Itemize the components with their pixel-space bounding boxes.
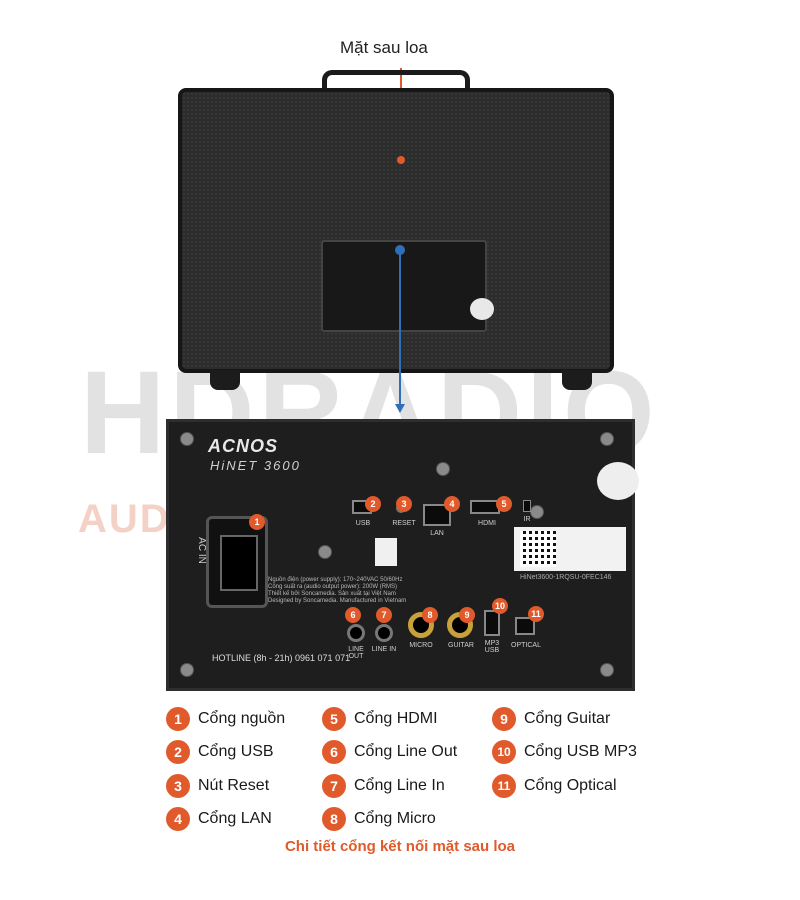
marker-4: 4 bbox=[444, 496, 460, 512]
optical-port bbox=[515, 617, 535, 635]
ir-sensor bbox=[523, 500, 531, 512]
legend-item: 2 Cổng USB bbox=[166, 740, 274, 764]
marker-8: 8 bbox=[422, 607, 438, 623]
legend-item: 6 Cổng Line Out bbox=[322, 740, 457, 764]
hdmi-label: HDMI bbox=[478, 520, 496, 527]
ir-label: IR bbox=[523, 516, 531, 523]
ac-socket-pins bbox=[220, 535, 258, 591]
marker-9: 9 bbox=[459, 607, 475, 623]
legend-number: 8 bbox=[322, 807, 346, 831]
marker-1: 1 bbox=[249, 514, 265, 530]
marker-6: 6 bbox=[345, 607, 361, 623]
zoom-arrow-head bbox=[395, 404, 405, 413]
mp3-usb-label: MP3 USB bbox=[484, 640, 500, 654]
legend-item: 11 Cổng Optical bbox=[492, 774, 617, 798]
legend-number: 10 bbox=[492, 740, 516, 764]
screw-icon bbox=[600, 663, 614, 677]
legend-label: Cổng Line In bbox=[354, 777, 445, 794]
mini-connector-panel bbox=[321, 240, 487, 332]
legend-item: 9 Cổng Guitar bbox=[492, 707, 610, 731]
marker-10: 10 bbox=[492, 598, 508, 614]
screw-icon bbox=[180, 432, 194, 446]
lan-port bbox=[423, 504, 451, 526]
ac-in-label: AC IN bbox=[195, 537, 207, 564]
screw-icon bbox=[318, 545, 332, 559]
marker-11: 11 bbox=[528, 606, 544, 622]
legend-number: 7 bbox=[322, 774, 346, 798]
speaker-foot-right bbox=[562, 370, 592, 390]
legend-number: 11 bbox=[492, 774, 516, 798]
line-out-jack bbox=[347, 624, 365, 642]
legend-number: 6 bbox=[322, 740, 346, 764]
legend-label: Cổng Line Out bbox=[354, 743, 458, 760]
legend-item: 3 Nút Reset bbox=[166, 774, 269, 798]
legend-label: Cổng HDMI bbox=[354, 710, 438, 727]
reset-label: RESET bbox=[392, 520, 416, 527]
legend-number: 3 bbox=[166, 774, 190, 798]
pointer-dot bbox=[397, 156, 405, 164]
model-name: HiNET 3600 bbox=[210, 458, 301, 473]
qr-code bbox=[520, 531, 556, 567]
marker-7: 7 bbox=[376, 607, 392, 623]
legend-label: Cổng Guitar bbox=[524, 710, 611, 727]
screw-icon bbox=[180, 663, 194, 677]
marker-3: 3 bbox=[396, 496, 412, 512]
usb-label: USB bbox=[355, 520, 371, 527]
legend-number: 9 bbox=[492, 707, 516, 731]
legend-item: 5 Cổng HDMI bbox=[322, 707, 438, 731]
line-in-jack bbox=[375, 624, 393, 642]
mp3-usb-port bbox=[484, 610, 500, 636]
micro-label: MICRO bbox=[409, 642, 433, 649]
hotline-text: HOTLINE (8h - 21h) 0961 071 071 bbox=[212, 653, 351, 663]
screw-icon bbox=[600, 432, 614, 446]
marker-5: 5 bbox=[496, 496, 512, 512]
speaker-handle bbox=[322, 70, 470, 92]
legend-item: 7 Cổng Line In bbox=[322, 774, 445, 798]
screw-icon bbox=[530, 505, 544, 519]
brand-logo: ACNOS bbox=[208, 436, 279, 456]
legend-label: Cổng Optical bbox=[524, 777, 617, 794]
legend-label: Cổng LAN bbox=[198, 810, 272, 827]
lan-label: LAN bbox=[430, 530, 444, 537]
mini-sticker bbox=[470, 298, 494, 320]
figure-caption: Chi tiết cổng kết nối mặt sau loa bbox=[284, 838, 516, 855]
legend-number: 5 bbox=[322, 707, 346, 731]
legend-item: 1 Cổng nguồn bbox=[166, 707, 285, 731]
zoom-arrow-dot bbox=[395, 245, 405, 255]
legend-number: 2 bbox=[166, 740, 190, 764]
optical-label: OPTICAL bbox=[511, 642, 541, 649]
zoom-arrow-line bbox=[399, 248, 401, 406]
marker-2: 2 bbox=[365, 496, 381, 512]
legend-label: Cổng Micro bbox=[354, 810, 436, 827]
legend-number: 4 bbox=[166, 807, 190, 831]
legend-label: Cổng USB MP3 bbox=[524, 743, 637, 760]
serial-number: HiNet3600-1RQSU-0FEC146 bbox=[520, 574, 612, 581]
guitar-label: GUITAR bbox=[448, 642, 474, 649]
legend-label: Nút Reset bbox=[198, 777, 270, 794]
legend-number: 1 bbox=[166, 707, 190, 731]
line-out-label: LINE OUT bbox=[348, 646, 364, 660]
legend-item: 10 Cổng USB MP3 bbox=[492, 740, 637, 764]
legend-label: Cổng nguồn bbox=[198, 710, 286, 727]
speaker-back-photo bbox=[178, 88, 614, 373]
legend-item: 4 Cổng LAN bbox=[166, 807, 272, 831]
legend-item: 8 Cổng Micro bbox=[322, 807, 436, 831]
screw-icon bbox=[436, 462, 450, 476]
speaker-foot-left bbox=[210, 370, 240, 390]
round-sticker bbox=[597, 462, 639, 500]
legend-label: Cổng USB bbox=[198, 743, 274, 760]
power-spec-text: Nguồn điện (power supply): 170~240VAC 50… bbox=[268, 577, 407, 604]
white-sticker bbox=[375, 538, 397, 566]
line-in-label: LINE IN bbox=[371, 646, 397, 653]
back-view-label: Mặt sau loa bbox=[340, 38, 428, 57]
